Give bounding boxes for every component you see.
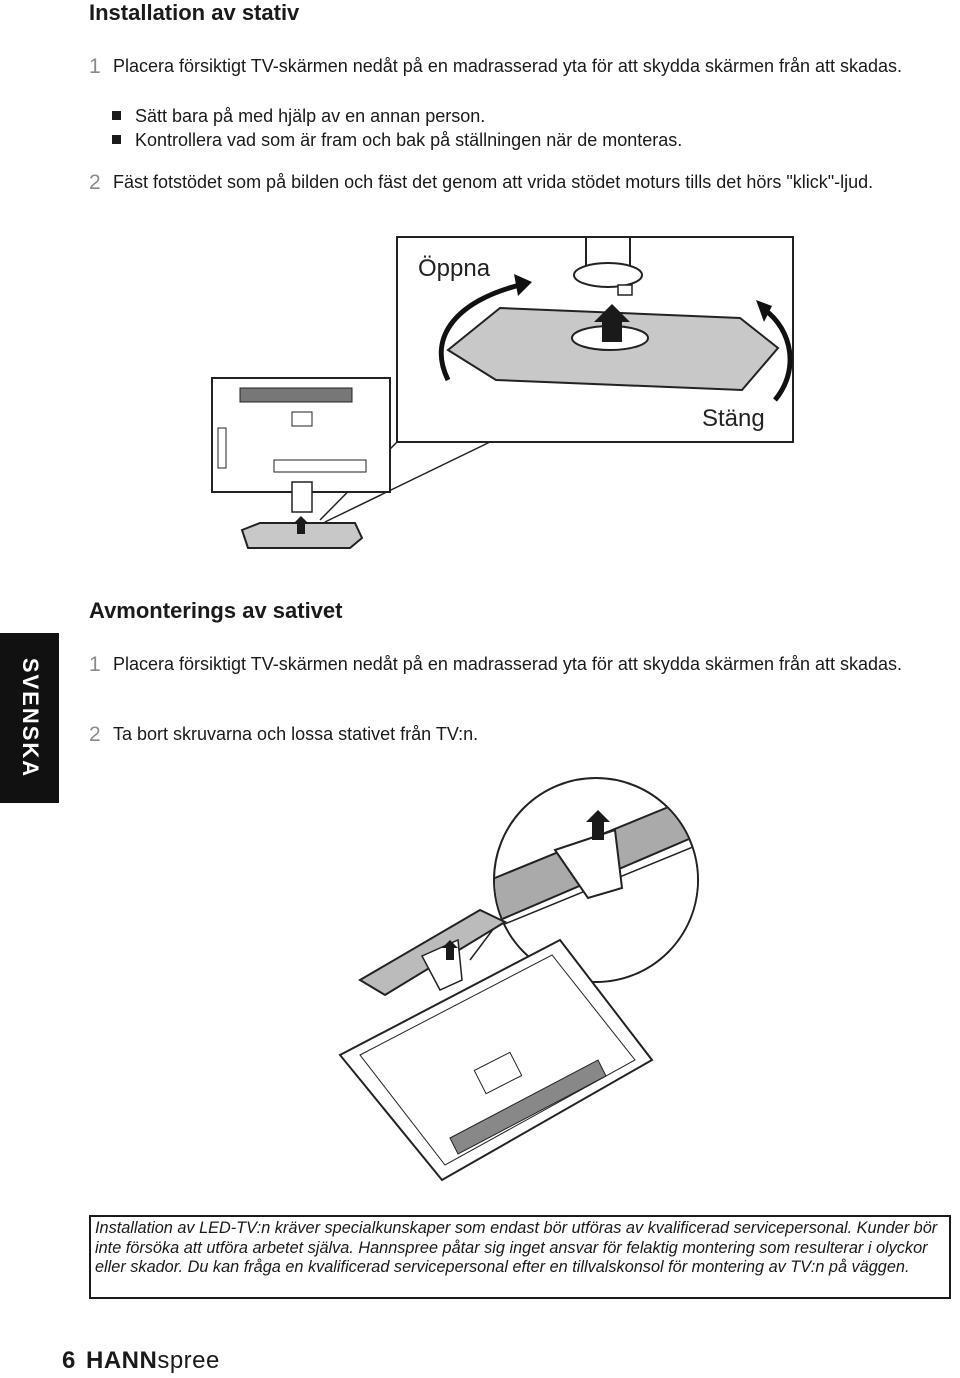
step-text: Ta bort skruvarna och lossa stativet frå… bbox=[113, 724, 479, 744]
up-arrow-icon bbox=[594, 304, 630, 342]
open-label: Öppna bbox=[418, 255, 491, 282]
step-text: Placera försiktigt TV-skärmen nedåt på e… bbox=[113, 56, 903, 76]
warning-note: Installation av LED-TV:n kräver specialk… bbox=[89, 1215, 951, 1299]
page-number: 6 bbox=[62, 1347, 76, 1374]
bullet-text: Sätt bara på med hjälp av en annan perso… bbox=[135, 106, 486, 126]
install-bullet-2: Kontrollera vad som är fram och bak på s… bbox=[112, 128, 682, 153]
language-tab: SVENSKA bbox=[0, 633, 59, 803]
close-rotate-arrow-icon bbox=[763, 307, 793, 402]
step-number: 1 bbox=[89, 55, 101, 78]
stand-removal-figure bbox=[338, 777, 699, 1182]
section-title-installation: Installation av stativ bbox=[89, 0, 300, 25]
brand-light: spree bbox=[157, 1347, 220, 1374]
removal-step-1: 1 Placera försiktigt TV-skärmen nedåt på… bbox=[89, 652, 949, 677]
language-tab-label: SVENSKA bbox=[17, 657, 43, 779]
tv-back-panel bbox=[211, 377, 391, 513]
step-number: 2 bbox=[89, 723, 101, 746]
close-label: Stäng bbox=[702, 405, 765, 432]
bullet-square-icon bbox=[112, 135, 121, 144]
install-bullet-1: Sätt bara på med hjälp av en annan perso… bbox=[112, 104, 485, 129]
small-remove-arrow-icon bbox=[442, 940, 458, 960]
bullet-square-icon bbox=[112, 111, 121, 120]
tv-body-tilted bbox=[338, 938, 654, 1182]
stand-installation-figure: Öppna Stäng bbox=[211, 236, 794, 549]
install-step-1: 1 Placera försiktigt TV-skärmen nedåt på… bbox=[89, 54, 949, 79]
removal-step-2: 2 Ta bort skruvarna och lossa stativet f… bbox=[89, 722, 949, 747]
brand-bold: HANN bbox=[86, 1347, 158, 1374]
small-stand-base bbox=[240, 522, 364, 549]
install-step-2: 2 Fäst fotstödet som på bilden och fäst … bbox=[89, 170, 949, 195]
step-number: 2 bbox=[89, 171, 101, 194]
bullet-text: Kontrollera vad som är fram och bak på s… bbox=[135, 130, 683, 150]
section-title-removal: Avmonterings av sativet bbox=[89, 598, 343, 623]
step-number: 1 bbox=[89, 653, 101, 676]
step-text: Fäst fotstödet som på bilden och fäst de… bbox=[113, 172, 874, 192]
stand-column bbox=[573, 236, 643, 296]
open-rotate-arrow-icon bbox=[438, 282, 521, 382]
small-up-arrow-icon bbox=[293, 516, 309, 534]
step-text: Placera försiktigt TV-skärmen nedåt på e… bbox=[113, 654, 903, 674]
brand-logo: HANNspree bbox=[86, 1347, 220, 1375]
remove-arrow-icon bbox=[586, 810, 610, 840]
